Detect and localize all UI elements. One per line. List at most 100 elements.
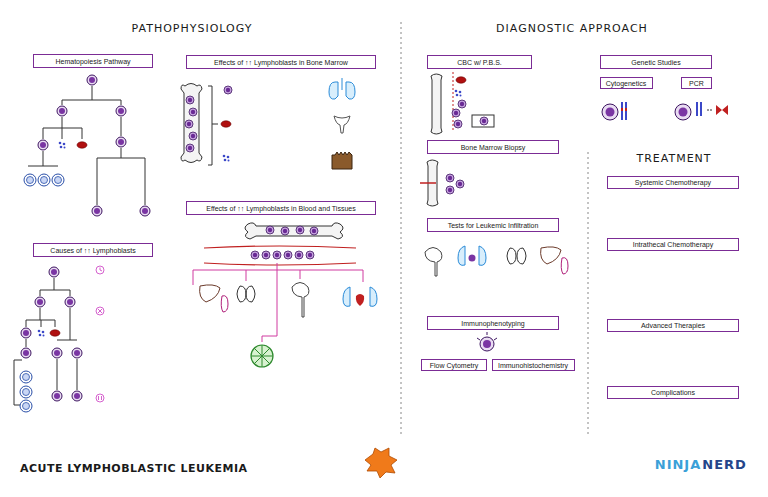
bone xyxy=(181,84,202,163)
causes-cells xyxy=(72,391,82,401)
bracket xyxy=(212,124,218,125)
organs xyxy=(507,248,526,264)
causes-cells xyxy=(20,400,32,412)
bracket xyxy=(208,86,212,165)
bone xyxy=(186,144,194,152)
hematopoiesis-tree xyxy=(97,158,98,205)
bone xyxy=(310,227,318,235)
bone xyxy=(189,132,197,140)
marrow-effects xyxy=(221,78,355,169)
cause-symbols xyxy=(96,307,104,315)
immuno-cell xyxy=(477,332,497,351)
marrow-effects xyxy=(332,152,352,169)
bone xyxy=(456,180,464,188)
blood-cells xyxy=(24,174,36,186)
marrow-effects xyxy=(221,121,231,127)
box-label: Immunohistochemistry xyxy=(498,361,568,370)
causes-tree xyxy=(26,320,27,327)
organs xyxy=(561,258,568,274)
causes-cells xyxy=(21,328,31,338)
hematopoiesis-tree xyxy=(62,128,63,139)
hematopoiesis-tree xyxy=(121,117,122,136)
hematopoiesis-tree xyxy=(62,100,63,105)
cause-symbols xyxy=(101,396,102,400)
bone xyxy=(189,108,197,116)
bone xyxy=(454,120,462,128)
causes-tree xyxy=(14,360,15,405)
causes-tree xyxy=(40,290,41,296)
genetic xyxy=(707,110,713,111)
cause-symbols xyxy=(98,396,99,400)
blood-vessel xyxy=(204,246,356,265)
organs xyxy=(458,246,486,265)
causes-cells xyxy=(72,348,82,358)
causes-cells xyxy=(21,348,31,358)
organs xyxy=(200,283,377,368)
bone xyxy=(480,117,488,125)
hematopoiesis-tree xyxy=(145,158,146,205)
box-label: Bone Marrow Biopsy xyxy=(461,143,526,152)
section-box: Intrathecal Chemotherapy xyxy=(607,238,739,251)
bone xyxy=(296,226,304,234)
causes-tree xyxy=(77,359,78,390)
leader-line xyxy=(193,270,363,271)
genetic xyxy=(716,105,728,115)
causes-cells xyxy=(20,267,82,412)
logo xyxy=(365,448,397,478)
causes-tree xyxy=(40,290,70,291)
section-box: PCR xyxy=(681,77,712,89)
causes-tree xyxy=(40,308,41,320)
section-box: Flow Cytometry xyxy=(421,359,487,371)
hematopoiesis-tree xyxy=(97,158,145,159)
box-label: Causes of ↑↑ Lymphoblasts xyxy=(50,246,135,255)
section-heading: TREATMENT xyxy=(636,152,711,165)
section-box: Immunophenotyping xyxy=(427,316,559,330)
box-label: Cytogenetics xyxy=(606,79,646,88)
section-heading: PATHOPHYSIOLOGY xyxy=(132,22,253,35)
bone xyxy=(245,223,343,239)
divider xyxy=(401,22,588,435)
blood-cells xyxy=(38,174,50,186)
leader-line xyxy=(262,336,263,342)
section-box: Immunohistochemistry xyxy=(492,359,575,371)
bone xyxy=(181,84,202,163)
causes-cells xyxy=(20,386,32,398)
bone xyxy=(472,115,494,127)
causes-tree xyxy=(41,320,42,327)
bone xyxy=(456,77,466,83)
causes-tree xyxy=(26,339,27,347)
blood-cells xyxy=(116,106,126,116)
bone xyxy=(452,109,460,117)
box-label: Hematopoiesis Pathway xyxy=(55,57,130,66)
blood-cells xyxy=(92,206,102,216)
blood-vessel xyxy=(295,251,303,259)
bone xyxy=(431,72,494,134)
cause-symbols xyxy=(100,270,102,271)
immuno-cell xyxy=(477,332,497,340)
cause-symbols xyxy=(98,309,102,313)
section-box: Effects of ↑↑ Lymphoblasts in Blood and … xyxy=(186,201,376,215)
section-box: Bone Marrow Biopsy xyxy=(427,140,559,154)
causes-tree xyxy=(55,320,56,327)
box-label: PCR xyxy=(689,79,704,88)
blood-cells xyxy=(24,75,150,216)
blood-cells xyxy=(87,75,97,85)
section-box: Genetic Studies xyxy=(600,55,712,69)
hematopoiesis-tree xyxy=(43,128,44,139)
organs xyxy=(251,345,273,367)
hematopoiesis-tree xyxy=(121,100,122,105)
bone xyxy=(446,174,454,182)
bone xyxy=(245,223,343,239)
causes-tree xyxy=(54,278,55,290)
section-box: Hematopoiesis Pathway xyxy=(33,54,153,68)
genetic xyxy=(675,104,691,120)
diagram-title: ACUTE LYMPHOBLASTIC LEUKEMIA xyxy=(20,462,248,475)
organs xyxy=(425,246,568,276)
section-box: Complications xyxy=(607,386,739,399)
genetic xyxy=(602,104,618,120)
bone xyxy=(453,72,454,130)
organs xyxy=(251,345,273,367)
genetic xyxy=(602,102,728,120)
box-label: Genetic Studies xyxy=(631,58,680,67)
